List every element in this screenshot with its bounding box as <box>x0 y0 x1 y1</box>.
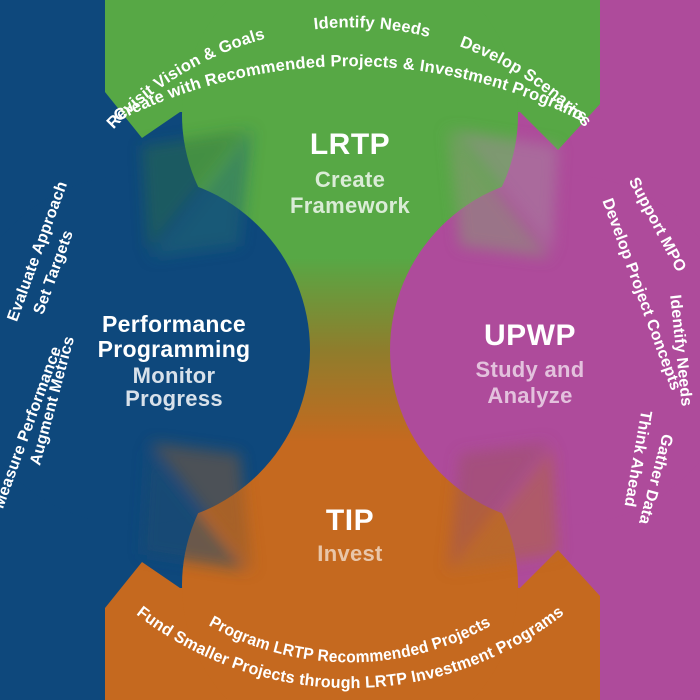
junction-swirls <box>142 128 558 572</box>
tip-lobe <box>182 417 518 700</box>
lrtp-subtitle-line2: Framework <box>290 193 411 218</box>
tip-title: TIP <box>326 504 374 537</box>
lrtp-subtitle-line1: Create <box>315 167 385 192</box>
tip-subtitle: Invest <box>317 541 383 566</box>
upwp-subtitle-line1: Study and <box>475 357 584 382</box>
performance-subtitle-line1: Monitor <box>133 363 216 388</box>
lrtp-title: LRTP <box>310 128 390 161</box>
swirl-top-right-purple <box>454 130 558 252</box>
swirl-top-left-green <box>142 130 246 252</box>
swirl-bottom-right-purple <box>448 442 550 572</box>
lrtp-lobe <box>182 0 518 283</box>
performance-lobe <box>0 175 310 525</box>
performance-subtitle-line2: Progress <box>125 386 223 411</box>
swirl-top-left-blue <box>150 128 252 258</box>
swirl-top-right-green <box>448 128 550 258</box>
upwp-lobe <box>390 175 700 525</box>
upwp-subtitle-line2: Analyze <box>487 383 572 408</box>
performance-title-line2: Programming <box>98 336 251 362</box>
swirl-bottom-right-orange <box>454 448 558 570</box>
swirl-bottom-left-blue <box>142 448 246 570</box>
upwp-title: UPWP <box>484 319 576 352</box>
performance-title-line1: Performance <box>102 311 246 337</box>
swirl-bottom-left-orange <box>150 442 252 572</box>
